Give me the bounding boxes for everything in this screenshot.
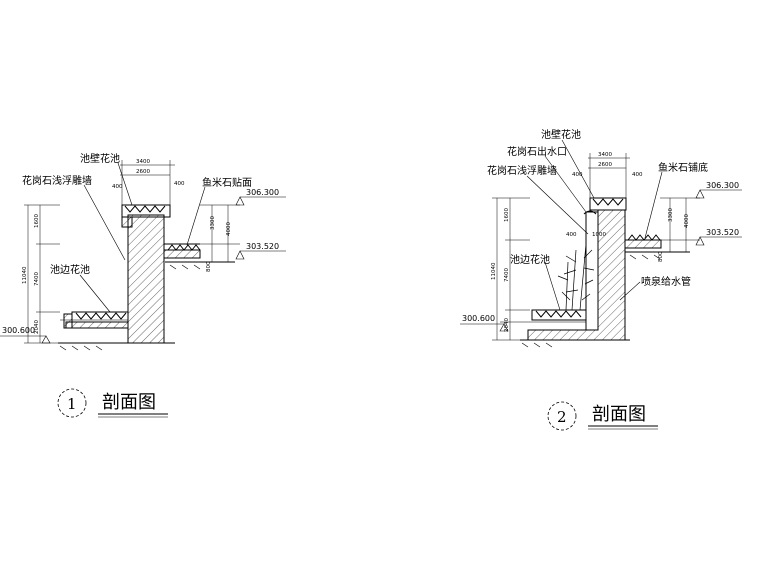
label-fish-rice-stone-1: 鱼米石贴面 [202, 176, 252, 189]
section-2: 池壁花池 花岗石出水口 花岗石浅浮雕墙 鱼米石铺底 池边花池 喷泉给水管 306… [460, 128, 742, 431]
top-planter-rim-1 [121, 216, 133, 228]
elevation-top-1: 306.300 [246, 188, 279, 197]
dim-400b-1: 400 [174, 181, 185, 187]
dim-2040-1: 2040 [34, 320, 40, 334]
dim-1000-2: 1000 [592, 232, 606, 238]
elevation-top-2: 306.300 [706, 181, 739, 190]
poolside-planter-2 [531, 309, 587, 321]
dim-11040-2: 11040 [491, 262, 497, 280]
label-pool-wall-planter-2: 池壁花池 [541, 128, 581, 141]
dim-1600-1: 1600 [34, 214, 40, 228]
section-number-1: 1 [67, 395, 77, 413]
dim-3400-2: 3400 [598, 152, 612, 158]
dim-800-2: 800 [658, 251, 664, 262]
dim-7400-2: 7400 [504, 268, 510, 282]
right-pool-base-2 [624, 239, 662, 249]
dim-400c-2: 400 [566, 232, 577, 238]
relief-wall-1 [127, 214, 165, 344]
dim-4000-2: 4000 [684, 214, 690, 228]
dim-2600-2: 2600 [598, 162, 612, 168]
section-number-2: 2 [557, 408, 567, 426]
dim-2600-1: 2600 [136, 169, 150, 175]
label-granite-spout-2: 花岗石出水口 [507, 145, 567, 158]
dim-3300-2: 3300 [668, 208, 674, 222]
section-number-circle-1 [57, 388, 87, 418]
top-planter-2 [589, 197, 627, 211]
label-fish-rice-stone-2: 鱼米石铺底 [658, 161, 708, 174]
section-number-circle-2 [547, 401, 577, 431]
top-planter-1 [121, 204, 171, 218]
dim-4000-1: 4000 [226, 222, 232, 236]
label-granite-relief-wall-2: 花岗石浅浮雕墙 [487, 164, 557, 177]
dim-11040-1: 11040 [22, 266, 28, 284]
dim-1600-2: 1600 [504, 208, 510, 222]
label-granite-relief-wall-1: 花岗石浅浮雕墙 [22, 174, 92, 187]
section-1: 池壁花池 花岗石浅浮雕墙 鱼米石贴面 池边花池 306.300 303.520 … [0, 152, 286, 418]
elevation-mid-1: 303.520 [246, 242, 279, 251]
dim-7400-1: 7400 [34, 272, 40, 286]
dim-400b-2: 400 [632, 172, 643, 178]
dim-800-1: 800 [206, 261, 212, 272]
section-title-1: 剖面图 [102, 392, 156, 413]
dim-400a-2: 400 [572, 172, 583, 178]
section-title-2: 剖面图 [592, 404, 646, 425]
elevation-bottom-2: 300.600 [462, 314, 495, 323]
dim-2040-2: 2040 [504, 318, 510, 332]
dim-3300-1: 3300 [210, 216, 216, 230]
bamboo-plant-icon [557, 243, 595, 311]
label-poolside-planter-2: 池边花池 [510, 253, 550, 266]
elevation-bottom-1: 300.600 [2, 326, 35, 335]
elevation-mid-2: 303.520 [706, 228, 739, 237]
right-pool-base-1 [163, 249, 201, 259]
label-fountain-pipe-2: 喷泉给水管 [641, 275, 691, 288]
label-pool-wall-planter-1: 池壁花池 [80, 152, 120, 165]
dim-3400-1: 3400 [136, 159, 150, 165]
label-poolside-planter-1: 池边花池 [50, 263, 90, 276]
dim-400a-1: 400 [112, 184, 123, 190]
